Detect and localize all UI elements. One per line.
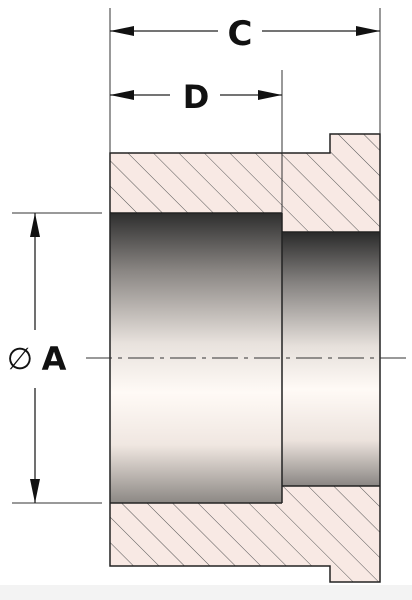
- small-bore: [282, 232, 380, 486]
- dimension-d-label: D: [183, 78, 210, 116]
- dimension-c-label: C: [228, 14, 253, 54]
- dimension-a: ∅ A: [7, 213, 67, 503]
- bottom-strip: [0, 585, 412, 600]
- top-section-hatch: [110, 134, 380, 232]
- bottom-section-hatch: [110, 486, 380, 582]
- dimension-d: D: [110, 78, 282, 116]
- diameter-symbol: ∅: [7, 342, 33, 377]
- part-outline: [109, 133, 381, 583]
- dimension-a-label: A: [42, 340, 67, 378]
- dimension-c: C: [110, 14, 380, 54]
- extension-lines: [12, 8, 381, 504]
